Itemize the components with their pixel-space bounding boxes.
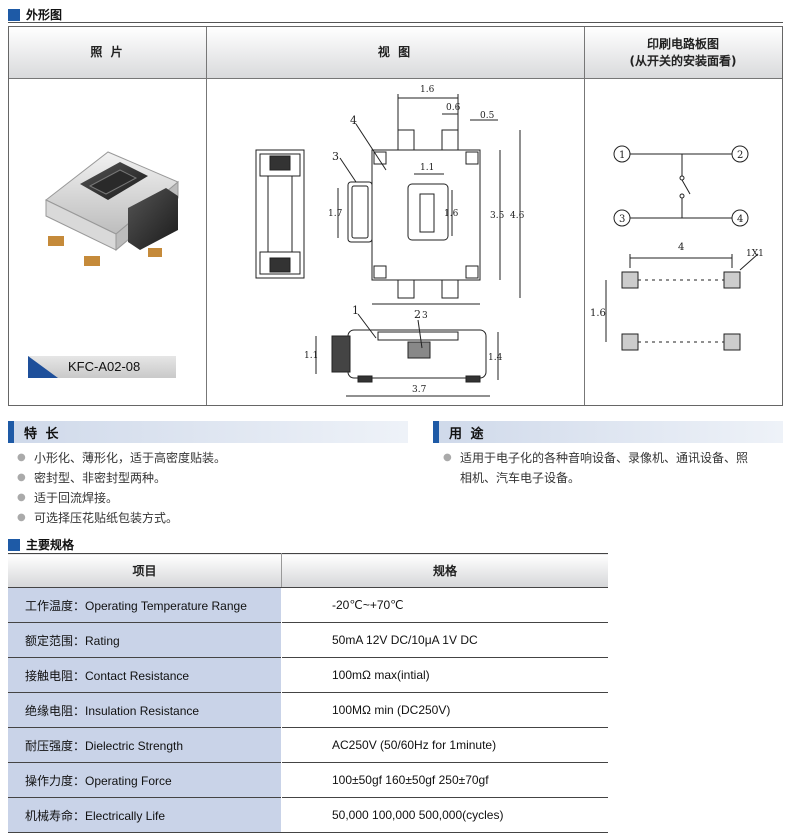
table-row: 工作温度：Operating Temperature Range -20℃~+7… <box>8 587 608 623</box>
pad-layout <box>605 253 759 351</box>
dim-label: 3 <box>422 311 428 321</box>
outline-section-title: 外形图 <box>26 8 63 22</box>
dim-label: 1.6 <box>444 209 459 219</box>
specs-table: 项目 规格 工作温度：Operating Temperature Range -… <box>8 553 608 833</box>
spec-value: 50mA 12V DC/10μA 1V DC <box>281 622 608 658</box>
dim-label: 0.5 <box>480 111 495 121</box>
product-photo <box>45 151 179 266</box>
column-divider <box>584 27 585 405</box>
outline-table: 照 片 视 图 印刷电路板图 (从开关的安装面看) <box>8 26 783 406</box>
feature-item: 小形化、薄形化，适于高密度贴装。 <box>14 448 414 468</box>
features-heading: 特 长 <box>8 421 408 443</box>
spec-value: 100±50gf 160±50gf 250±70gf <box>281 762 608 798</box>
model-label: KFC-A02-08 <box>28 356 176 378</box>
side-view <box>255 149 305 279</box>
pin-label: 1 <box>619 150 625 161</box>
pcb-column-header: 印刷电路板图 (从开关的安装面看) <box>629 36 737 68</box>
section-divider <box>8 22 783 23</box>
specs-header-row: 项目 规格 <box>8 553 608 588</box>
table-row: 绝缘电阻：Insulation Resistance 100MΩ min (DC… <box>8 692 608 728</box>
dim-label: 1.4 <box>488 353 503 363</box>
table-row: 操作力度：Operating Force 100±50gf 160±50gf 2… <box>8 762 608 798</box>
table-row: 额定范围：Rating 50mA 12V DC/10μA 1V DC <box>8 622 608 658</box>
spec-value: AC250V (50/60Hz for 1minute) <box>281 727 608 763</box>
column-divider <box>206 27 207 405</box>
usage-item: 适用于电子化的各种音响设备、录像机、通讯设备、照相机、汽车电子设备。 <box>440 448 790 488</box>
dim-label: 1.1 <box>420 163 434 173</box>
spec-value: 50,000 100,000 500,000(cycles) <box>281 797 608 833</box>
circuit-schematic <box>613 145 749 227</box>
outline-table-header <box>9 27 782 79</box>
table-row: 接触电阻：Contact Resistance 100mΩ max(intial… <box>8 657 608 693</box>
dimension-drawing: 1.6 0.6 0.5 1.1 1.7 1.6 3.5 4.6 3 1.1 1.… <box>255 85 525 397</box>
dim-label: 1.6 <box>590 308 606 319</box>
feature-item: 可选择压花贴纸包装方式。 <box>14 508 414 528</box>
outline-section-heading: 外形图 <box>8 6 62 23</box>
spec-key: 机械寿命：Electrically Life <box>8 797 282 833</box>
dim-label: 1X1 <box>746 249 764 259</box>
spec-key: 操作力度：Operating Force <box>8 762 282 798</box>
spec-key: 工作温度：Operating Temperature Range <box>8 587 282 623</box>
spec-column-header: 规格 <box>281 553 608 588</box>
table-row: 耐压强度：Dielectric Strength AC250V (50/60Hz… <box>8 727 608 763</box>
specs-section-title: 主要规格 <box>26 538 75 552</box>
pcb-diagram: 1 2 3 4 4 1.6 1X1 <box>590 145 764 351</box>
photo-column-header: 照 片 <box>90 45 125 59</box>
dim-label: 4.6 <box>510 211 525 221</box>
heading-marker-icon <box>8 421 14 443</box>
spec-value: 100MΩ min (DC250V) <box>281 692 608 728</box>
item-column-header: 项目 <box>8 553 282 588</box>
top-view <box>337 94 521 305</box>
dim-label: 4 <box>678 242 684 253</box>
specs-section-heading: 主要规格 <box>8 536 74 553</box>
features-list: 小形化、薄形化，适于高密度贴装。 密封型、非密封型两种。 适于回流焊接。 可选择… <box>14 448 414 528</box>
spec-value: 100mΩ max(intial) <box>281 657 608 693</box>
callout-label: 4 <box>350 114 357 127</box>
spec-key: 绝缘电阻：Insulation Resistance <box>8 692 282 728</box>
front-view <box>315 313 499 397</box>
callout-label: 1 <box>352 304 359 317</box>
feature-item: 密封型、非密封型两种。 <box>14 468 414 488</box>
pin-label: 4 <box>737 214 743 225</box>
spec-key: 接触电阻：Contact Resistance <box>8 657 282 693</box>
callout-label: 3 <box>332 150 339 163</box>
section-marker-icon <box>8 538 20 551</box>
dim-label: 0.6 <box>446 103 461 113</box>
dim-label: 3.5 <box>490 211 505 221</box>
feature-item: 适于回流焊接。 <box>14 488 414 508</box>
label-flag-icon <box>28 356 58 378</box>
dim-label: 3.7 <box>412 385 427 395</box>
pin-label: 2 <box>737 150 743 161</box>
table-row: 机械寿命：Electrically Life 50,000 100,000 50… <box>8 797 608 833</box>
dim-label: 1.6 <box>420 85 435 95</box>
heading-marker-icon <box>433 421 439 443</box>
spec-value: -20℃~+70℃ <box>281 587 608 623</box>
spec-key: 额定范围：Rating <box>8 622 282 658</box>
dim-label: 1.7 <box>328 209 343 219</box>
dim-label: 1.1 <box>304 351 318 361</box>
view-column-header: 视 图 <box>377 45 413 59</box>
callout-label: 2 <box>414 308 421 321</box>
pin-label: 3 <box>619 214 625 225</box>
usage-list: 适用于电子化的各种音响设备、录像机、通讯设备、照相机、汽车电子设备。 <box>440 448 790 488</box>
section-marker-icon <box>8 8 20 21</box>
usage-heading: 用 途 <box>433 421 783 443</box>
spec-key: 耐压强度：Dielectric Strength <box>8 727 282 763</box>
